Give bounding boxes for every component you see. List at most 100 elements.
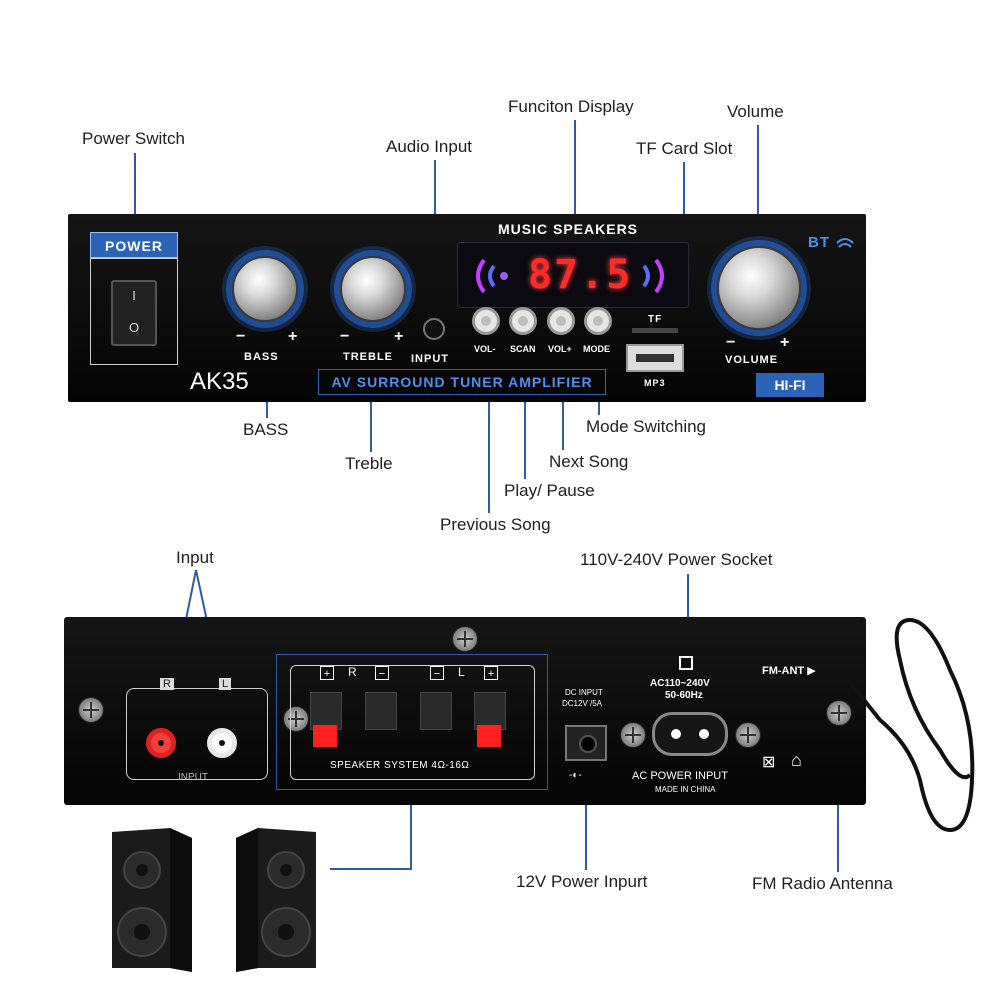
input-label: INPUT (411, 353, 449, 365)
music-speakers-label: MUSIC SPEAKERS (498, 221, 639, 237)
screw-left (78, 697, 104, 723)
callout-function-display: Funciton Display (508, 97, 634, 116)
fm-antenna-cable (838, 617, 975, 833)
leader-play (524, 333, 526, 479)
vol-up-label: VOL+ (548, 344, 572, 354)
dc-power-jack[interactable] (565, 725, 607, 761)
scan-label: SCAN (510, 344, 536, 354)
leader-speaker-v (410, 792, 412, 870)
ac-rating-1: AC110~240V (650, 678, 710, 689)
rocker-on-mark: I (132, 288, 136, 303)
leader-dc-input (585, 790, 587, 870)
rca-input-label: INPUT (178, 772, 208, 783)
function-display (457, 242, 689, 308)
mode-label: MODE (583, 344, 610, 354)
volume-minus: − (726, 334, 736, 351)
rocker-off-mark: O (128, 320, 140, 335)
rca-l-label: L (219, 678, 232, 690)
dc-input-label-1: DC INPUT (565, 688, 603, 697)
recycle-bin-icon: ⊠ (762, 754, 776, 771)
ac-symbol-icon (679, 656, 693, 670)
speaker-callout-frame (276, 654, 548, 790)
treble-minus: − (340, 328, 350, 345)
vol-down-button[interactable] (472, 307, 500, 335)
treble-label: TREBLE (343, 351, 393, 363)
dc-polarity-icon: -◐- (569, 770, 582, 781)
callout-mode-switching: Mode Switching (586, 417, 707, 436)
screw-top-center (452, 626, 478, 652)
usb-port[interactable] (626, 344, 684, 372)
speaker-r-minus: − (375, 666, 389, 680)
callout-treble: Treble (345, 454, 393, 473)
vol-up-button[interactable] (547, 307, 575, 335)
bass-minus: − (236, 328, 246, 345)
callout-previous-song: Previous Song (440, 515, 551, 534)
callout-next-song: Next Song (549, 452, 629, 471)
rca-right-jack[interactable] (146, 728, 176, 758)
bass-plus: + (288, 328, 298, 345)
speaker-terminal-r-minus[interactable] (365, 692, 397, 730)
bt-label: BT (808, 234, 830, 251)
speaker-terminal-l-minus[interactable] (420, 692, 452, 730)
speaker-l-label: L (458, 665, 465, 679)
volume-plus: + (780, 334, 790, 351)
speaker-r-plus: + (320, 666, 334, 680)
power-switch[interactable]: I O (111, 280, 157, 346)
speaker-r-label: R (348, 665, 357, 679)
bt-signal-icon (836, 238, 854, 248)
made-in-label: MADE IN CHINA (655, 785, 716, 794)
callout-play-pause: Play/ Pause (504, 481, 595, 500)
callout-volume: Volume (727, 102, 784, 121)
ac-power-socket[interactable] (652, 712, 728, 756)
screw-right-a (620, 722, 646, 748)
vol-down-label: VOL- (474, 344, 496, 354)
callout-tf-card-slot: TF Card Slot (636, 139, 733, 158)
leader-previous (488, 333, 490, 513)
leader-speaker-h (330, 868, 412, 870)
speaker-clip-r-red[interactable] (313, 725, 337, 747)
ac-pin-left (671, 729, 681, 739)
home-icon: ⌂ (791, 750, 802, 770)
tf-card-slot[interactable] (632, 328, 678, 333)
callout-bass: BASS (243, 420, 289, 439)
speaker-pair-illustration (112, 828, 316, 972)
bass-knob[interactable] (232, 256, 298, 322)
mp3-label: MP3 (644, 378, 666, 388)
rca-input-frame (126, 688, 268, 780)
bass-label: BASS (244, 351, 279, 363)
treble-knob[interactable] (340, 256, 406, 322)
treble-plus: + (394, 328, 404, 345)
ac-rating-2: 50-60Hz (665, 690, 703, 701)
volume-label: VOLUME (725, 354, 779, 366)
leader-power-socket (687, 574, 689, 654)
leader-volume (757, 125, 759, 243)
volume-knob[interactable] (717, 246, 801, 330)
leader-power-switch (134, 153, 136, 231)
speaker-clip-l-red[interactable] (477, 725, 501, 747)
speaker-l-minus: − (430, 666, 444, 680)
callout-input: Input (176, 548, 214, 567)
power-switch-frame (90, 258, 178, 365)
speaker-wave-icon (642, 258, 664, 294)
callout-fm-antenna: FM Radio Antenna (752, 874, 893, 893)
screw-speaker (283, 706, 309, 732)
leader-function-display (574, 120, 576, 220)
callout-dc-power-input: 12V Power Inpurt (516, 872, 648, 891)
ac-pin-right (699, 729, 709, 739)
rca-r-label: R (160, 678, 174, 690)
bluetooth-wave-icon (476, 258, 508, 294)
tf-label: TF (648, 314, 663, 325)
callout-power-switch: Power Switch (82, 129, 185, 148)
callout-audio-input: Audio Input (386, 137, 473, 156)
rca-left-jack[interactable] (207, 728, 237, 758)
ac-power-input-label: AC POWER INPUT (632, 770, 728, 782)
model-label: AK35 (190, 368, 249, 395)
scan-button[interactable] (509, 307, 537, 335)
callout-power-socket: 110V-240V Power Socket (580, 550, 773, 569)
product-ribbon: AV SURROUND TUNER AMPLIFIER (318, 369, 606, 395)
dc-input-label-2: DC12V /5A (562, 699, 603, 708)
leader-tf-card-slot (683, 162, 685, 242)
mode-button[interactable] (584, 307, 612, 335)
audio-input-jack[interactable] (423, 318, 445, 340)
speaker-terminal-frame (290, 665, 535, 780)
